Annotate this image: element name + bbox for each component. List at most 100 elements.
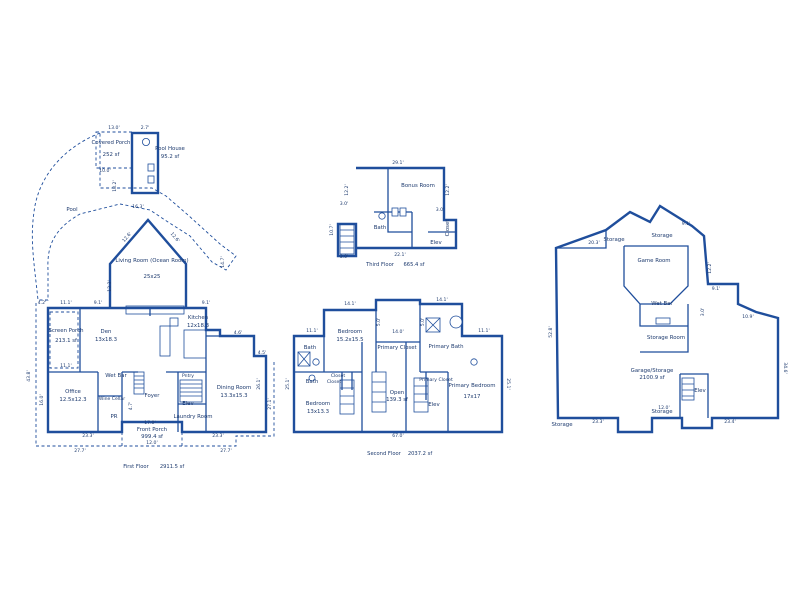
stairs-icon	[339, 223, 355, 255]
sink-icon	[391, 207, 399, 217]
dim: 14.7'	[220, 256, 226, 268]
dim: 12.6'	[169, 231, 181, 244]
dim: 27.7'	[220, 448, 232, 454]
dim: 11.1'	[60, 300, 72, 306]
shower-icon	[297, 351, 311, 367]
dim: 26.1'	[256, 378, 262, 390]
dim: 2.7'	[141, 125, 150, 131]
office-size: 12.5x12.3	[59, 397, 86, 403]
closet-b-label: Closet	[327, 379, 342, 385]
toilet-icon	[141, 137, 150, 146]
shower-icon	[147, 175, 155, 184]
dim: 29.1'	[392, 160, 404, 166]
bedroom-a-size: 15.2x15.5	[336, 337, 363, 343]
pantry-label: Pntry	[182, 373, 194, 379]
dim: 10.0'	[99, 168, 111, 174]
bedroom-b-label: Bedroom	[306, 401, 330, 407]
dim: 10.9'	[742, 314, 754, 320]
elev3-label: Elev	[430, 240, 442, 246]
den-size: 13x18.3	[95, 337, 117, 343]
dim: 12.6'	[121, 231, 133, 244]
dining-room-size: 13.3x15.3	[220, 393, 247, 399]
dim: 3.0'	[340, 201, 349, 207]
garage-storage-label: Garage/Storage	[631, 368, 674, 374]
elev1-label: Elev	[182, 401, 194, 407]
storage4-label: Storage	[551, 422, 573, 428]
dim: 52.8'	[548, 326, 554, 338]
bedroom-b-size: 13x13.3	[307, 409, 329, 415]
toilet-icon	[308, 374, 316, 382]
dim: 23.3'	[592, 419, 604, 425]
dim: 3.0'	[700, 308, 706, 317]
dim: 5.0'	[420, 318, 426, 327]
covered-porch-label: Covered Porch	[92, 140, 131, 146]
den-label: Den	[101, 329, 112, 335]
foyer-label: Foyer	[145, 393, 161, 399]
wet-bar-label: Wet Bar	[105, 373, 127, 379]
garage-outline	[554, 204, 780, 434]
dim: 25.1'	[505, 378, 511, 390]
third-floor: Bonus Room Bath Closet Elev 29.1' 12.2' …	[329, 160, 458, 268]
second-floor-caption: Second Floor	[367, 451, 402, 457]
dim: 12.2'	[344, 184, 350, 196]
toilet-icon	[312, 358, 320, 366]
stairs-icon	[133, 371, 203, 403]
sink-icon	[399, 207, 407, 217]
primary-bath-label: Primary Bath	[428, 344, 463, 350]
sink-icon	[655, 317, 671, 325]
dim: 9.1'	[682, 221, 691, 227]
dim: 3.0'	[340, 254, 349, 260]
bedroom-a-label: Bedroom	[338, 329, 362, 335]
primary-bedroom-label: Primary Bedroom	[449, 383, 496, 389]
covered-porch-area: 252 sf	[103, 152, 120, 158]
dim: 43.8'	[26, 370, 32, 382]
open-area: 139.3 sf	[386, 397, 408, 403]
dim: 17.0'	[144, 420, 156, 426]
interior-walls	[48, 308, 254, 432]
dim: 12.2'	[445, 184, 451, 196]
shower-icon	[449, 315, 463, 329]
dim: 14.0'	[392, 329, 404, 335]
dim: 12.0'	[658, 405, 670, 411]
office-label: Office	[65, 389, 81, 395]
storage1-label: Storage	[603, 237, 625, 243]
covered-porch-outline	[95, 131, 133, 169]
second-floor: Bedroom 15.2x15.5 Bath Primary Closet Pr…	[285, 297, 511, 457]
dim: 12.0'	[146, 440, 158, 446]
dim: 11.1'	[306, 328, 318, 334]
dim: 23.3'	[212, 433, 224, 439]
first-floor-caption: First Floor	[123, 464, 149, 470]
laundry-label: Laundry Room	[173, 414, 212, 420]
dim: 11.1'	[478, 328, 490, 334]
first-floor: Living Room (Ocean Room) 25x25 Den 13x18…	[26, 218, 275, 470]
interior-walls	[294, 304, 449, 432]
storage-room-label: Storage Room	[647, 335, 685, 341]
game-room-label: Game Room	[637, 258, 670, 264]
dim: 4.6'	[234, 330, 243, 336]
living-room-outline	[108, 218, 188, 308]
wet-bar-g-label: Wet Bar	[651, 301, 673, 307]
kitchen-counter	[183, 329, 207, 359]
third-floor-outline	[336, 166, 458, 258]
first-floor-outline	[46, 306, 268, 434]
garage-storage-area: 2100.9 sf	[639, 375, 664, 381]
third-floor-area: 665.4 sf	[403, 262, 424, 268]
primary-closet-b-label: Primary Closet	[419, 377, 453, 383]
dim: 25.1'	[285, 378, 291, 390]
dim: 10.7'	[329, 224, 335, 236]
pool-label: Pool	[66, 207, 77, 213]
open-label: Open	[390, 390, 404, 396]
dim: 13.0'	[108, 125, 120, 131]
dim: 14.1'	[436, 297, 448, 303]
dim: 4.7'	[128, 402, 134, 411]
dim: 23.4'	[724, 419, 736, 425]
storage3-label: Storage	[651, 409, 673, 415]
stairs-icon	[340, 229, 354, 249]
bath-a-label: Bath	[304, 345, 317, 351]
range-icon	[169, 317, 179, 327]
elev2-label: Elev	[428, 402, 440, 408]
closet-a-label: Closet	[331, 373, 346, 379]
living-room-label: Living Room (Ocean Room)	[115, 258, 188, 264]
front-porch-area: 999.4 sf	[141, 434, 163, 440]
kitchen-size: 12x18.3	[187, 323, 209, 329]
